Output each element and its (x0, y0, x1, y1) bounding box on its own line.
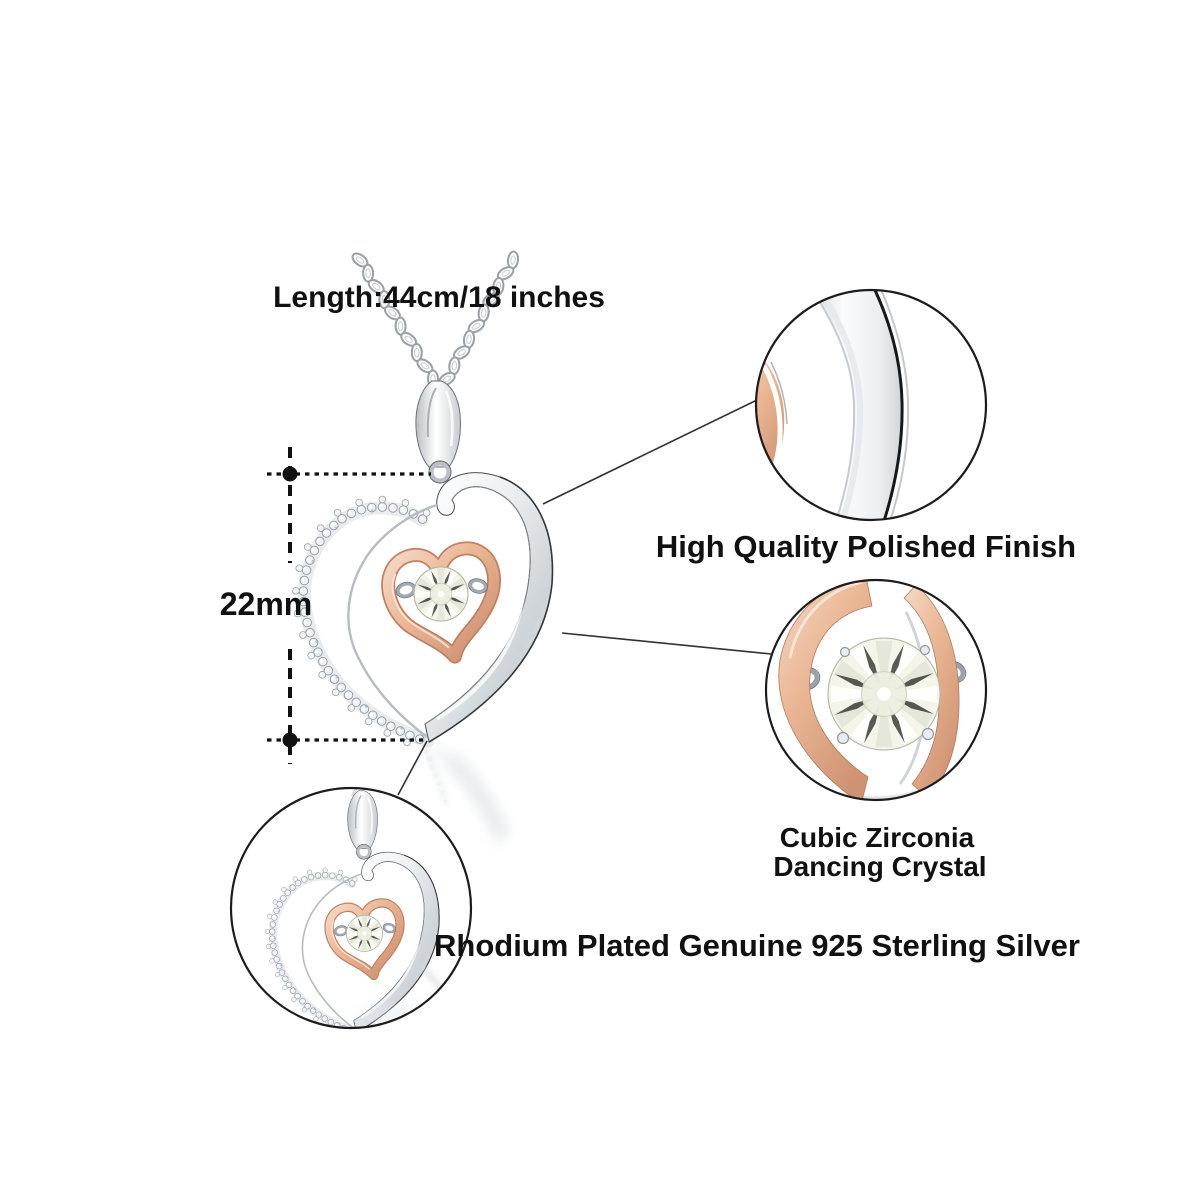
crystal-label-line2: Dancing Crystal (773, 851, 986, 882)
chain-reflection (446, 752, 512, 840)
measure-dot-top (282, 466, 298, 482)
measure-dot-bottom (282, 732, 298, 748)
callout-finish (754, 288, 988, 522)
measurement-22mm (267, 447, 431, 764)
callout-pendant-inset (229, 786, 473, 1030)
leader-line-pendant-inset (397, 740, 428, 796)
callout-finish-circle (754, 288, 988, 522)
silver-ribbon (424, 472, 554, 743)
inset-center-crystal (827, 637, 941, 751)
pendant (292, 380, 554, 748)
inner-silver-rim (347, 503, 438, 738)
leader-line-finish (542, 399, 758, 505)
necklace-chain (351, 250, 520, 389)
callout-crystal-circle (764, 578, 988, 802)
dancing-crystal-setting (395, 578, 488, 599)
center-crystal (413, 566, 469, 622)
callout-pendant-circle (229, 786, 473, 1030)
leader-line-crystal (561, 632, 772, 655)
size-label: 22mm (220, 586, 313, 622)
callout-crystal (764, 578, 988, 802)
finish-label: High Quality Polished Finish (656, 529, 1076, 564)
material-label: Rhodium Plated Genuine 925 Sterling Silv… (434, 928, 1080, 963)
crystal-label-line1: Cubic Zirconia (780, 822, 975, 853)
bail (415, 380, 461, 484)
pave-crystals (292, 495, 431, 747)
length-label: Length:44cm/18 inches (273, 281, 605, 314)
